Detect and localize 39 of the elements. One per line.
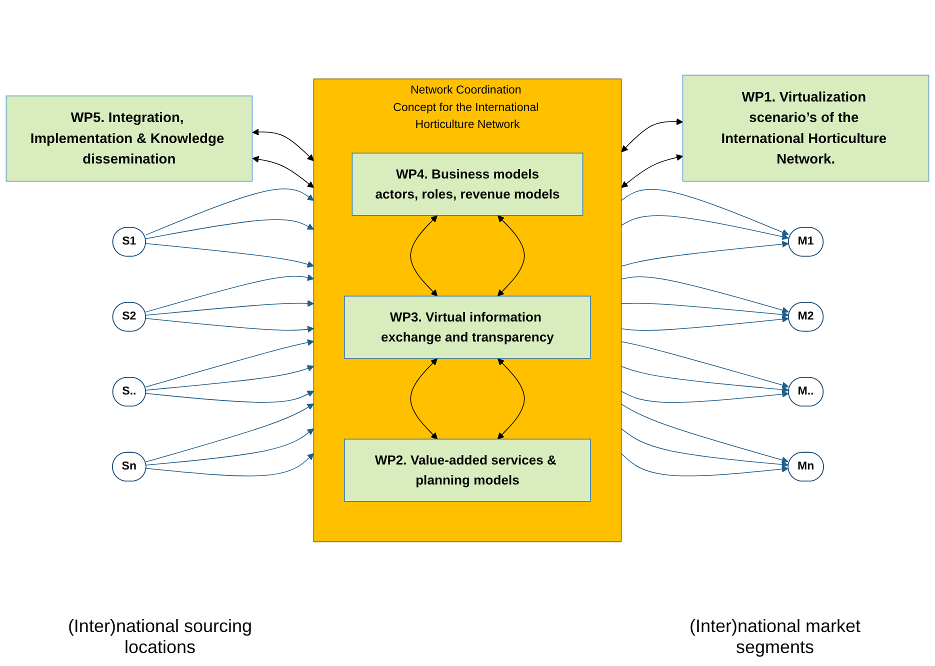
arrow [145, 364, 314, 390]
arrow [620, 240, 789, 266]
arrow [146, 452, 314, 476]
arrow [145, 274, 314, 312]
arrow [145, 318, 314, 332]
arrow [620, 188, 789, 235]
node-box: WP2. Value-added services & planning models [344, 438, 591, 502]
arrow [145, 338, 314, 387]
arrow [620, 452, 788, 476]
arrow [620, 214, 789, 240]
arrow [146, 428, 314, 466]
arrow [620, 428, 788, 468]
arrow [620, 403, 788, 463]
node-box: WP3. Virtual information exchange and transparency [344, 295, 591, 358]
node-box: WP1. Virtualization scenario’s of the International Horticulture Network. [682, 74, 930, 182]
arrow [497, 358, 525, 439]
arrow [620, 340, 789, 388]
arrow [621, 154, 684, 188]
arrow [410, 214, 438, 296]
arrow [145, 218, 314, 239]
arrow [252, 155, 314, 188]
arrow [146, 403, 314, 462]
arrow [620, 315, 789, 330]
arrow [620, 390, 789, 402]
arrow [620, 366, 789, 392]
arrow [620, 302, 789, 318]
caption-text: (Inter)national sourcing locations [66, 616, 254, 658]
node-box: WP4. Business models actors, roles, revenue models [352, 152, 584, 216]
arrow [145, 390, 314, 402]
arrow [621, 118, 684, 152]
node-box: WP5. Integration, Implementation & Knowledge dissemination [6, 95, 253, 182]
arrow [145, 300, 314, 316]
arrow [252, 128, 314, 161]
arrow [410, 358, 438, 439]
arrow [145, 188, 314, 235]
arrow [145, 242, 314, 268]
arrow [497, 214, 525, 296]
caption-text: (Inter)national market segments [688, 616, 862, 658]
arrow [620, 276, 789, 313]
